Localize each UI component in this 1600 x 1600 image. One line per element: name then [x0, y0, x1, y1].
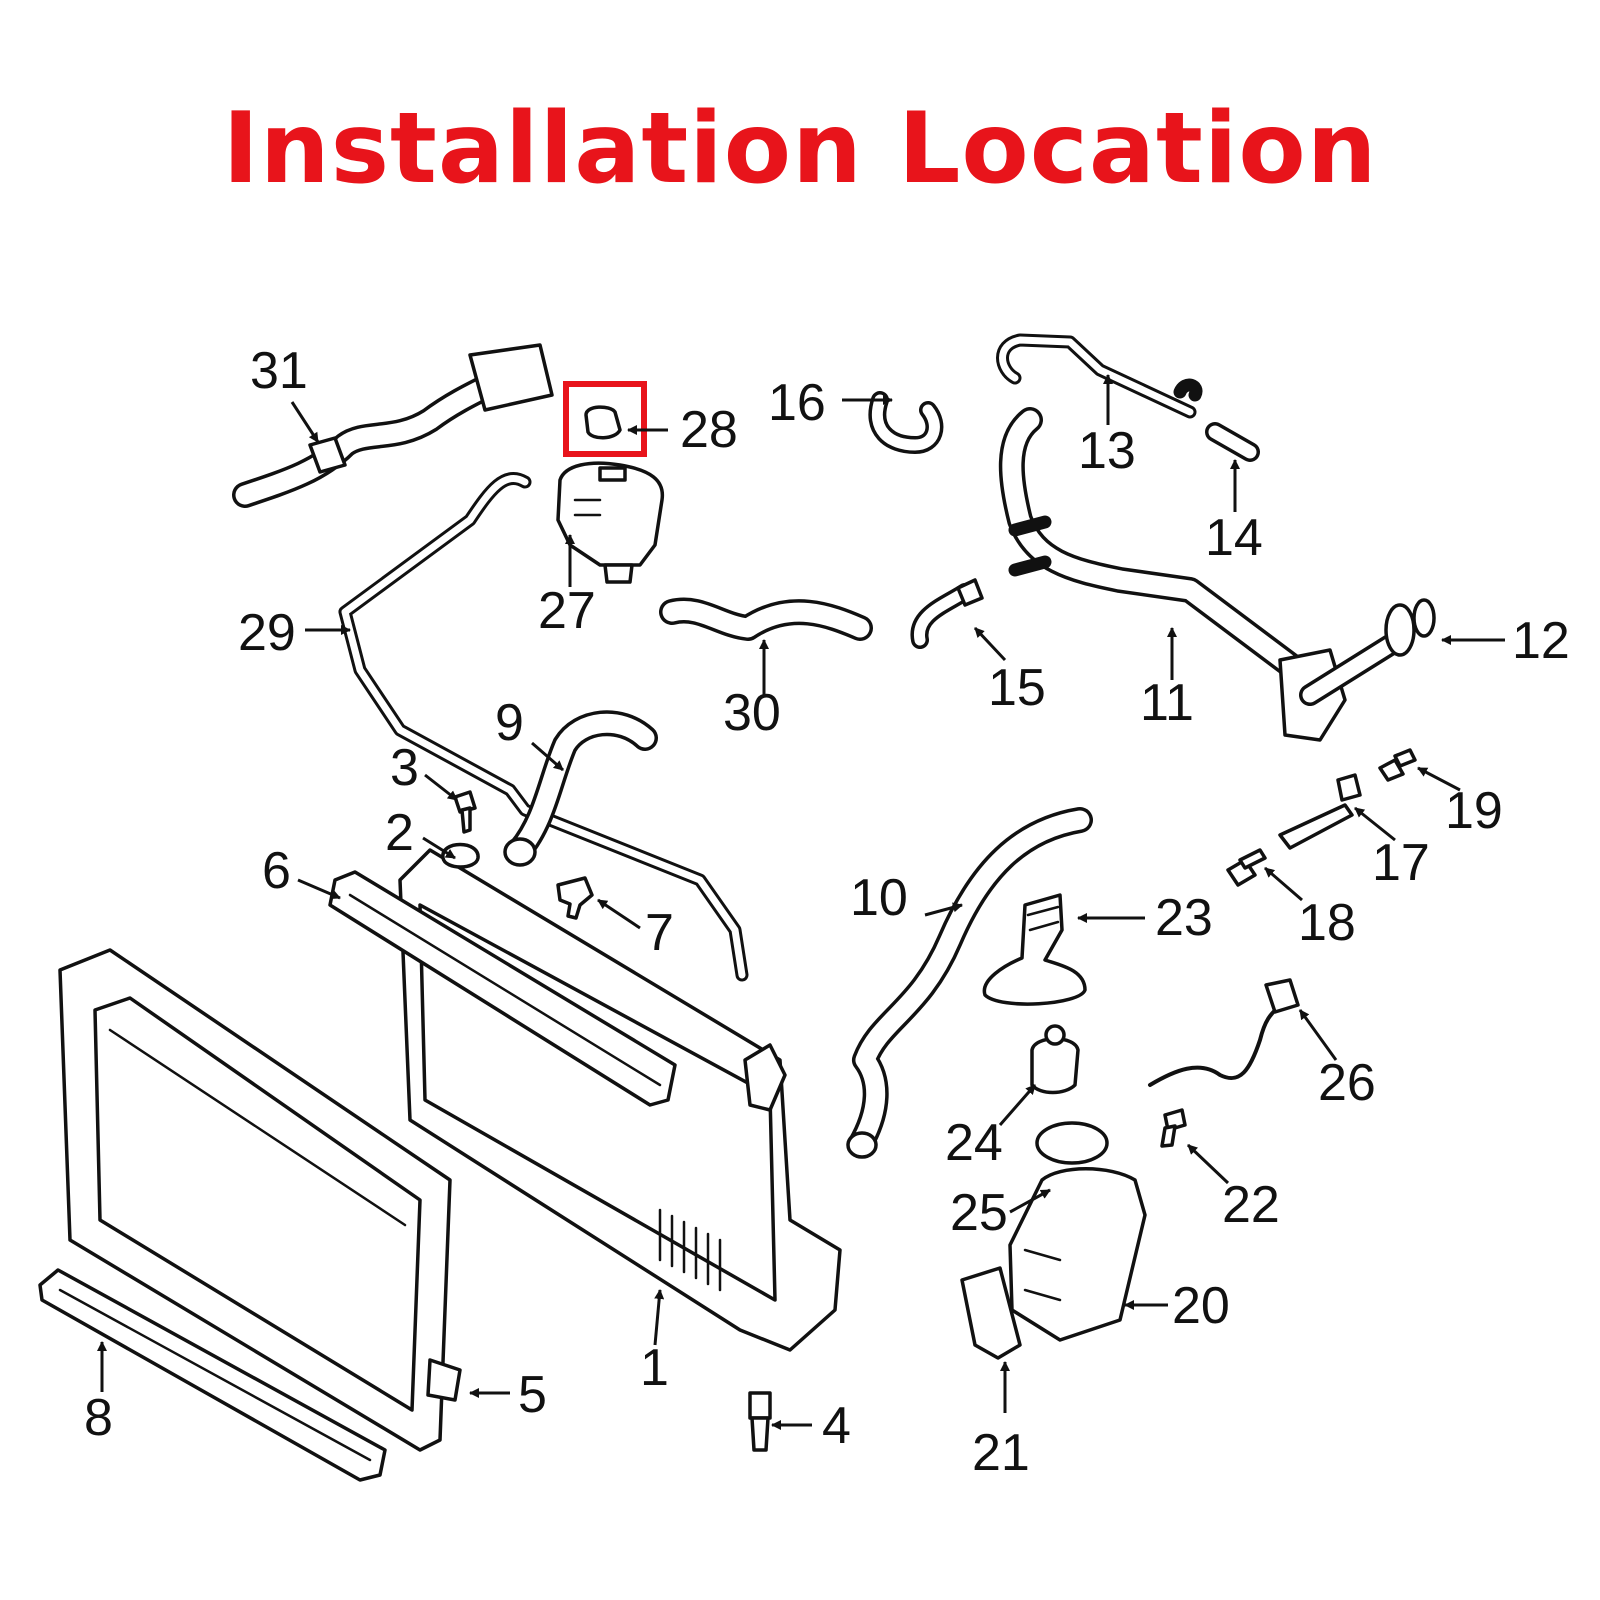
callout-5: 5	[518, 1366, 547, 1424]
callout-19: 19	[1445, 782, 1503, 840]
callout-24: 24	[945, 1114, 1003, 1172]
callout-25: 25	[950, 1184, 1008, 1242]
callout-18: 18	[1298, 894, 1356, 952]
vent-line	[338, 472, 749, 982]
callout-30: 30	[723, 684, 781, 742]
upper-seal-strip	[328, 870, 677, 1107]
callout-11: 11	[1140, 674, 1194, 732]
bolt-3	[453, 790, 477, 834]
hose-30	[659, 597, 873, 641]
radiator	[398, 848, 842, 1352]
callout-22: 22	[1222, 1176, 1280, 1234]
page-title: Installation Location	[222, 92, 1378, 206]
callout-28: 28	[680, 401, 738, 459]
callout-31: 31	[250, 342, 308, 400]
leader-lines	[97, 374, 1505, 1430]
callout-29: 29	[238, 604, 296, 662]
callout-17: 17	[1372, 834, 1430, 892]
hose-16	[868, 391, 944, 454]
callout-6: 6	[262, 842, 291, 900]
callout-26: 26	[1318, 1054, 1376, 1112]
callout-9: 9	[495, 694, 524, 752]
coolant-pipe	[998, 407, 1401, 742]
callout-21: 21	[972, 1424, 1030, 1482]
pipe-13	[996, 333, 1203, 419]
callout-labels: 1 2 3 4 5 6 7 8 9 10 11 12 13 14 15 16 1…	[84, 342, 1570, 1482]
callout-27: 27	[538, 582, 596, 640]
sensor-22	[1160, 1108, 1187, 1148]
thermostat-housing	[982, 893, 1087, 1006]
callout-7: 7	[645, 904, 674, 962]
callout-14: 14	[1205, 509, 1263, 567]
callout-8: 8	[84, 1389, 113, 1447]
callout-15: 15	[988, 659, 1046, 717]
lower-radiator-hose	[846, 807, 1093, 1159]
callout-4: 4	[822, 1397, 851, 1455]
callout-1: 1	[640, 1339, 669, 1397]
drain-plug	[748, 1391, 772, 1452]
callout-10: 10	[850, 869, 908, 927]
condenser	[58, 948, 462, 1452]
radiator-cap	[441, 842, 480, 869]
bolt-18	[1226, 848, 1267, 887]
callout-23: 23	[1155, 889, 1213, 947]
sensor-17	[1278, 773, 1362, 850]
callout-3: 3	[390, 739, 419, 797]
water-pump-housing	[1008, 1167, 1147, 1342]
hose-clip	[556, 876, 594, 920]
expansion-tank-cap	[563, 381, 647, 457]
callout-20: 20	[1172, 1277, 1230, 1335]
callout-16: 16	[768, 374, 826, 432]
hose-31-connector	[232, 343, 554, 508]
callout-13: 13	[1078, 422, 1136, 480]
callout-2: 2	[385, 804, 414, 862]
callout-12: 12	[1512, 612, 1570, 670]
sensor-26	[1148, 978, 1300, 1087]
gasket-12	[1384, 598, 1436, 657]
highlight-box	[563, 381, 647, 457]
gasket-21	[960, 1266, 1022, 1360]
o-ring	[1035, 1121, 1109, 1165]
upper-radiator-hose	[503, 710, 658, 867]
lower-seal-strip	[38, 1268, 387, 1482]
expansion-tank	[556, 461, 665, 584]
bolt-19	[1378, 748, 1417, 782]
hose-15	[910, 578, 984, 649]
hose-14	[1205, 422, 1260, 462]
thermostat	[1030, 1024, 1080, 1095]
